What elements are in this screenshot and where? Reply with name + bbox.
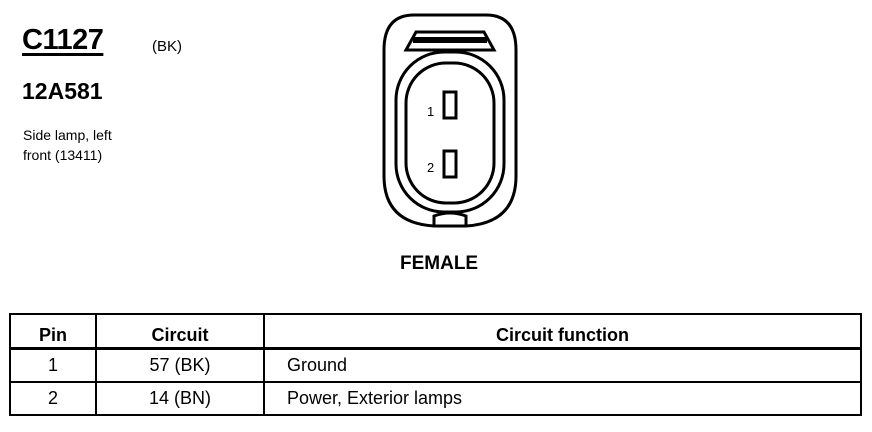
description-line-1: Side lamp, left [23, 127, 112, 143]
pin-cavity-2 [442, 149, 458, 179]
key-notch [432, 211, 468, 226]
locking-tab [403, 30, 497, 52]
connector-description: Side lamp, left front (13411) [23, 125, 112, 165]
pin-label-2: 2 [427, 160, 434, 175]
connector-id: C1127 [22, 24, 104, 56]
table-row: 1 57 (BK) Ground [9, 347, 862, 383]
pin-label-1: 1 [427, 104, 434, 119]
cell-circuit: 14 (BN) [95, 381, 265, 416]
header-pin: Pin [9, 313, 97, 350]
cell-pin: 1 [9, 347, 97, 383]
cell-function: Power, Exterior lamps [263, 381, 862, 416]
pin-cavity-1 [442, 90, 458, 120]
cell-circuit: 57 (BK) [95, 347, 265, 383]
connector-outer-housing [382, 13, 518, 228]
table-header-row: Pin Circuit Circuit function [9, 313, 862, 350]
description-line-2: front (13411) [23, 147, 103, 163]
cell-function: Ground [263, 347, 862, 383]
header-circuit-function: Circuit function [263, 313, 862, 350]
pin-table: Pin Circuit Circuit function 1 57 (BK) G… [9, 313, 862, 416]
connector-color-code: (BK) [152, 38, 182, 55]
connector-mating-face [404, 61, 496, 205]
header-circuit: Circuit [95, 313, 265, 350]
connector-gender-label: FEMALE [400, 253, 479, 274]
connector-face-diagram: 1 2 [382, 13, 518, 228]
connector-inner-frame [394, 50, 506, 214]
part-number: 12A581 [22, 78, 103, 104]
cell-pin: 2 [9, 381, 97, 416]
table-row: 2 14 (BN) Power, Exterior lamps [9, 381, 862, 416]
